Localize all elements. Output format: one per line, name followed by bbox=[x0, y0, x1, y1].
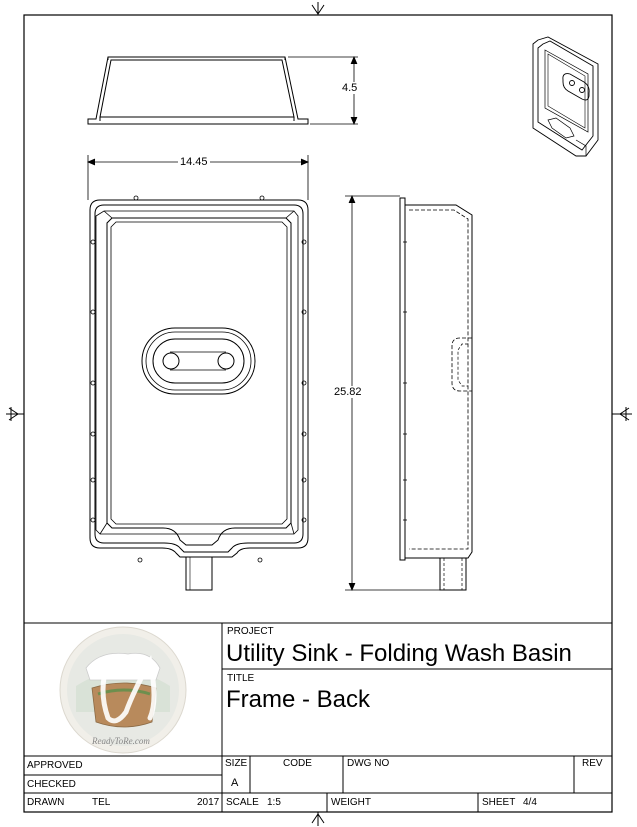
size-label: SIZE bbox=[225, 758, 248, 769]
weight-label: WEIGHT bbox=[331, 797, 371, 808]
title-block bbox=[24, 622, 612, 812]
drawn-label: DRAWN bbox=[27, 797, 65, 808]
rev-label: REV bbox=[582, 758, 603, 769]
dimension-height-label: 4.5 bbox=[340, 82, 360, 94]
dimension-height bbox=[288, 55, 358, 126]
centering-mark-top bbox=[311, 2, 325, 15]
drawing-title: Frame - Back bbox=[226, 686, 371, 713]
isometric-view bbox=[532, 36, 599, 157]
dimension-width-label: 14.45 bbox=[178, 156, 210, 168]
front-view bbox=[87, 56, 309, 125]
title-label: TITLE bbox=[227, 673, 255, 684]
drawn-year: 2017 bbox=[197, 797, 220, 808]
sheet-value: 4/4 bbox=[523, 797, 537, 808]
checked-label: CHECKED bbox=[27, 779, 76, 790]
top-view bbox=[89, 195, 309, 591]
sheet-label: SHEET bbox=[482, 797, 516, 808]
scale-label: SCALE bbox=[226, 797, 259, 808]
code-label: CODE bbox=[283, 758, 312, 769]
approved-label: APPROVED bbox=[27, 760, 83, 771]
centering-mark-right bbox=[612, 407, 632, 421]
project-name: Utility Sink - Folding Wash Basin bbox=[226, 640, 572, 667]
scale-value: 1:5 bbox=[267, 797, 281, 808]
centering-mark-left bbox=[6, 407, 24, 421]
side-view bbox=[399, 197, 473, 591]
project-label: PROJECT bbox=[227, 626, 274, 637]
drawn-by: TEL bbox=[92, 797, 111, 808]
dwg-no-label: DWG NO bbox=[347, 758, 390, 769]
dimension-length-label: 25.82 bbox=[332, 386, 364, 398]
size-value: A bbox=[231, 777, 239, 789]
logo-text: ReadyToRe.com bbox=[92, 736, 150, 746]
centering-mark-bottom bbox=[311, 812, 325, 826]
logo bbox=[59, 626, 187, 754]
